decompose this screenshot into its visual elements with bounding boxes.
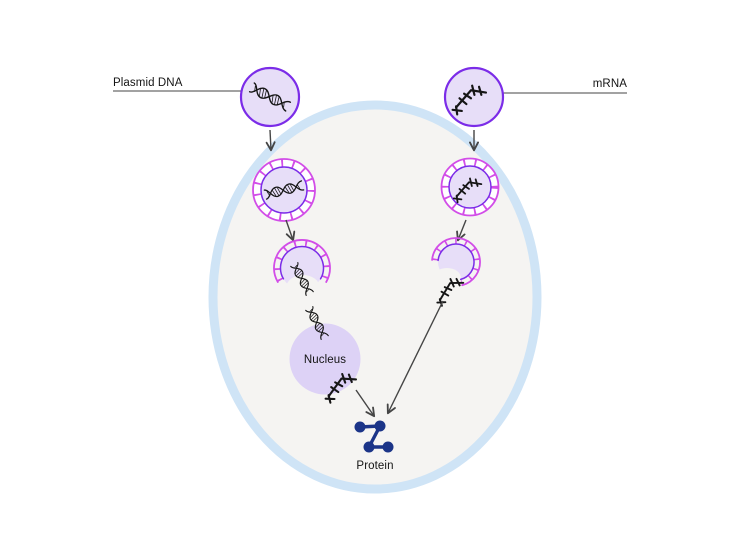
lipid-nanoparticle-dna — [252, 158, 316, 222]
arrow-mrna-to-protein — [388, 300, 444, 413]
plasmid-dna-label: Plasmid DNA — [113, 77, 183, 89]
ruptured-nanoparticle-mrna — [431, 237, 481, 308]
arrow-plasmid-entry — [270, 129, 271, 150]
mrna-label: mRNA — [593, 78, 627, 90]
protein-label: Protein — [356, 460, 393, 472]
arrow-mrna-release — [458, 219, 467, 240]
ruptured-nanoparticle-dna — [273, 239, 331, 301]
arrow-dna-release — [285, 219, 293, 240]
nucleus-label: Nucleus — [304, 354, 346, 366]
nucleus: Nucleus — [289, 306, 361, 405]
protein-molecule-icon — [354, 420, 394, 453]
mrna-vesicle — [443, 66, 505, 128]
cell-outline — [208, 100, 542, 494]
lipid-nanoparticle-mrna — [440, 157, 500, 217]
plasmid-dna-vesicle — [239, 66, 301, 128]
arrow-nucleus-to-protein — [355, 389, 374, 416]
